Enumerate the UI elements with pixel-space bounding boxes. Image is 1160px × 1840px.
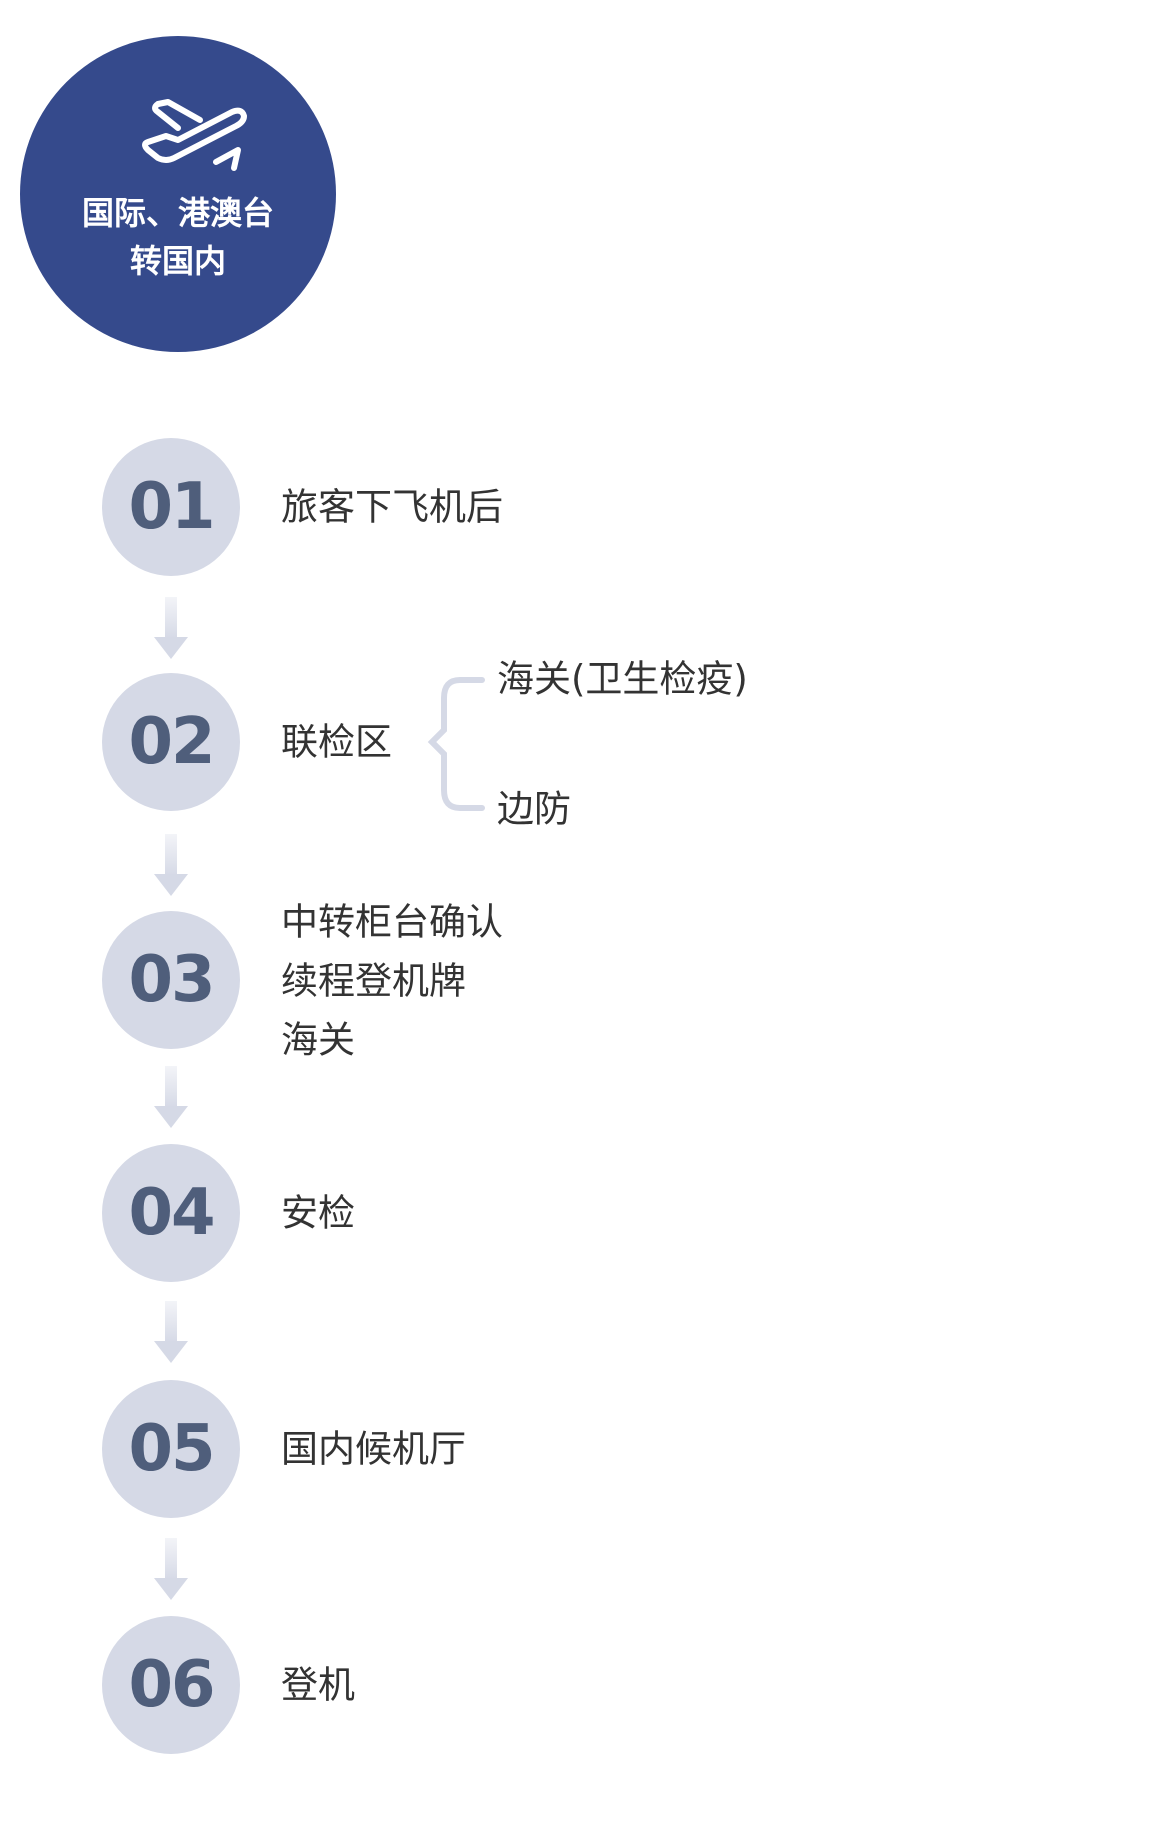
arrow-down-icon (154, 1066, 188, 1128)
step-label: 登机 (281, 1663, 355, 1707)
airplane-takeoff-icon (142, 99, 247, 171)
step-number-badge: 06 (102, 1616, 240, 1754)
step-number-badge: 01 (102, 438, 240, 576)
step-number-badge: 05 (102, 1380, 240, 1518)
brace-icon (427, 677, 485, 811)
step-label: 安检 (281, 1191, 355, 1235)
branch-label: 边防 (497, 787, 571, 831)
header-badge: 国际、港澳台 转国内 (20, 36, 336, 352)
arrow-down-icon (154, 1538, 188, 1600)
step-label: 国内候机厅 (281, 1427, 466, 1471)
step-label: 联检区 (281, 720, 392, 764)
step-label: 海关 (281, 1018, 355, 1062)
branch-label: 海关(卫生检疫) (497, 657, 748, 701)
step-label: 中转柜台确认 (281, 900, 503, 944)
step-number-badge: 03 (102, 911, 240, 1049)
header-title-line2: 转国内 (129, 242, 226, 280)
arrow-down-icon (154, 1301, 188, 1363)
step-number-badge: 04 (102, 1144, 240, 1282)
arrow-down-icon (154, 597, 188, 659)
step-number-badge: 02 (102, 673, 240, 811)
arrow-down-icon (154, 834, 188, 896)
step-label: 旅客下飞机后 (281, 485, 503, 529)
step-label: 续程登机牌 (281, 959, 466, 1003)
header-title-line1: 国际、港澳台 (81, 194, 274, 232)
